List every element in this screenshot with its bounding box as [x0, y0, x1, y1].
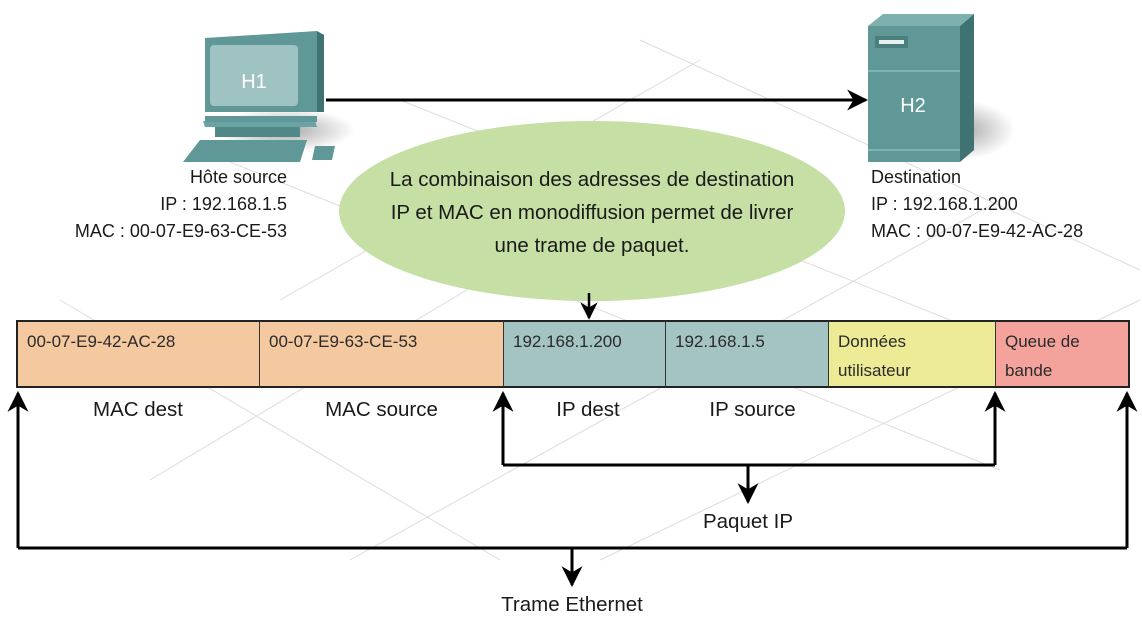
field-value: 192.168.1.200 [513, 332, 622, 351]
field-value: bande [1005, 361, 1053, 380]
frame-field-ip-dest: 192.168.1.200 [503, 320, 666, 388]
ethernet-frame-bracket [7, 390, 1138, 588]
bubble-line: La combinaison des adresses de destinati… [389, 168, 795, 191]
label-ip-dest: IP dest [556, 398, 620, 421]
destination-host-title: Destination [871, 167, 962, 187]
frame-field-mac-dest: 00-07-E9-42-AC-28 [16, 320, 260, 388]
ip-packet-label: Paquet IP [702, 510, 794, 533]
ip-packet-bracket [492, 390, 1006, 505]
source-host-info: Hôte source IP : 192.168.1.5 MAC : 00-07… [75, 164, 287, 245]
field-value: 00-07-E9-63-CE-53 [269, 332, 418, 351]
h1-badge: H1 [241, 71, 267, 93]
field-value: 192.168.1.5 [675, 332, 765, 351]
field-value: utilisateur [838, 361, 911, 380]
ethernet-frame-label: Trame Ethernet [501, 593, 643, 616]
frame-field-mac-source: 00-07-E9-63-CE-53 [259, 320, 504, 388]
source-host-mac: MAC : 00-07-E9-63-CE-53 [74, 221, 287, 241]
server-tower-icon [868, 14, 1015, 162]
source-host-ip: IP : 192.168.1.5 [160, 194, 287, 214]
destination-host-mac: MAC : 00-07-E9-42-AC-28 [871, 221, 1084, 241]
frame-field-trailer: Queue de bande [995, 320, 1130, 388]
field-value: Données [838, 332, 907, 351]
info-bubble [339, 121, 845, 301]
bubble-line: une trame de paquet. [494, 234, 690, 257]
field-value: 00-07-E9-42-AC-28 [27, 332, 176, 351]
bubble-line: IP et MAC en monodiffusion permet de liv… [390, 201, 794, 224]
h2-badge: H2 [900, 95, 926, 117]
label-mac-source: MAC source [325, 398, 438, 421]
source-host-title: Hôte source [189, 167, 287, 187]
desktop-computer-icon [183, 31, 355, 162]
field-value: Queue de [1005, 332, 1080, 351]
frame-field-ip-source: 192.168.1.5 [665, 320, 829, 388]
destination-host-info: Destination IP : 192.168.1.200 MAC : 00-… [871, 164, 1083, 245]
bubble-text: La combinaison des adresses de destinati… [352, 163, 832, 262]
destination-host-ip: IP : 192.168.1.200 [871, 194, 1018, 214]
label-ip-source: IP source [709, 398, 796, 421]
frame-field-user-data: Données utilisateur [828, 320, 996, 388]
label-mac-dest: MAC dest [93, 398, 183, 421]
